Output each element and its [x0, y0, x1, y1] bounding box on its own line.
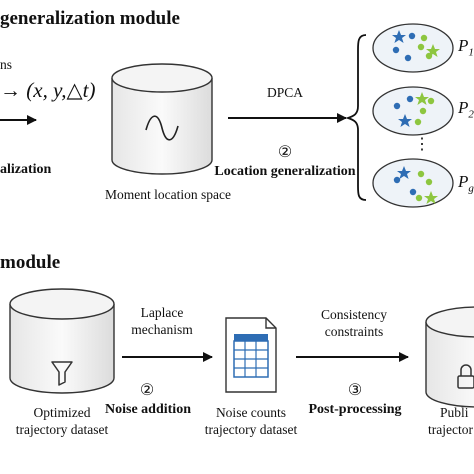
noise-addition-label: Noise addition — [105, 402, 191, 417]
lock-icon — [457, 364, 474, 389]
partition-ellipse-2 — [372, 86, 454, 136]
dot-mark — [420, 34, 428, 42]
partition-ellipse-1 — [372, 23, 454, 73]
dot-mark — [427, 97, 435, 105]
partition-brace — [345, 34, 367, 201]
moment-space-cylinder — [111, 63, 213, 175]
dot-mark — [425, 178, 433, 186]
dot-mark — [393, 102, 401, 110]
dot-mark — [408, 32, 416, 40]
star-mark — [392, 30, 406, 43]
dot-mark — [406, 95, 414, 103]
star-mark — [398, 114, 412, 127]
dot-mark — [409, 188, 417, 196]
module1-title: generalization module — [0, 8, 180, 29]
partition-label-g: Pg — [458, 172, 474, 195]
star-mark — [415, 92, 429, 105]
module2-title: module — [0, 252, 61, 273]
noise-counts-caption: Noise counts trajectory dataset — [204, 405, 298, 437]
star-mark — [397, 166, 411, 179]
partition-label-1: P1 — [458, 36, 474, 59]
input-label: ns — [0, 57, 13, 72]
dot-mark — [419, 107, 427, 115]
published-dataset-caption: Publi trajector — [428, 405, 473, 437]
star-mark — [426, 44, 440, 57]
star-mark — [424, 191, 438, 204]
dot-mark — [417, 170, 425, 178]
optimized-dataset-cylinder — [9, 288, 115, 394]
ellipsis: ⋮ — [414, 136, 430, 153]
dot-mark — [404, 54, 412, 62]
published-dataset-cylinder — [425, 306, 474, 408]
post-processing-label: Post-processing — [308, 402, 402, 417]
noise-table-icon — [225, 317, 277, 393]
optimized-dataset-caption: Optimized trajectory dataset — [15, 405, 109, 437]
step-number-3: ③ — [347, 382, 363, 399]
dot-mark — [414, 118, 422, 126]
step-number-2b: ② — [139, 382, 155, 399]
dot-mark — [417, 43, 425, 51]
partition-ellipse-3 — [372, 158, 454, 208]
dot-mark — [415, 194, 423, 202]
location-generalization-label: Location generalization — [214, 164, 356, 179]
step-number-2: ② — [277, 144, 293, 161]
tuple-formula: → (x, y,△t) — [0, 78, 96, 102]
dpca-label: DPCA — [266, 85, 303, 100]
sine-wave-icon — [145, 115, 179, 141]
moment-space-caption: Moment location space — [105, 187, 231, 202]
dot-mark — [393, 176, 401, 184]
filter-icon — [51, 361, 73, 386]
dot-mark — [392, 46, 400, 54]
laplace-label: Laplace mechanism — [131, 305, 193, 337]
partition-label-2: P2 — [458, 98, 474, 121]
left-step-label: alization — [0, 162, 52, 177]
consistency-label: Consistency constraints — [321, 307, 387, 339]
